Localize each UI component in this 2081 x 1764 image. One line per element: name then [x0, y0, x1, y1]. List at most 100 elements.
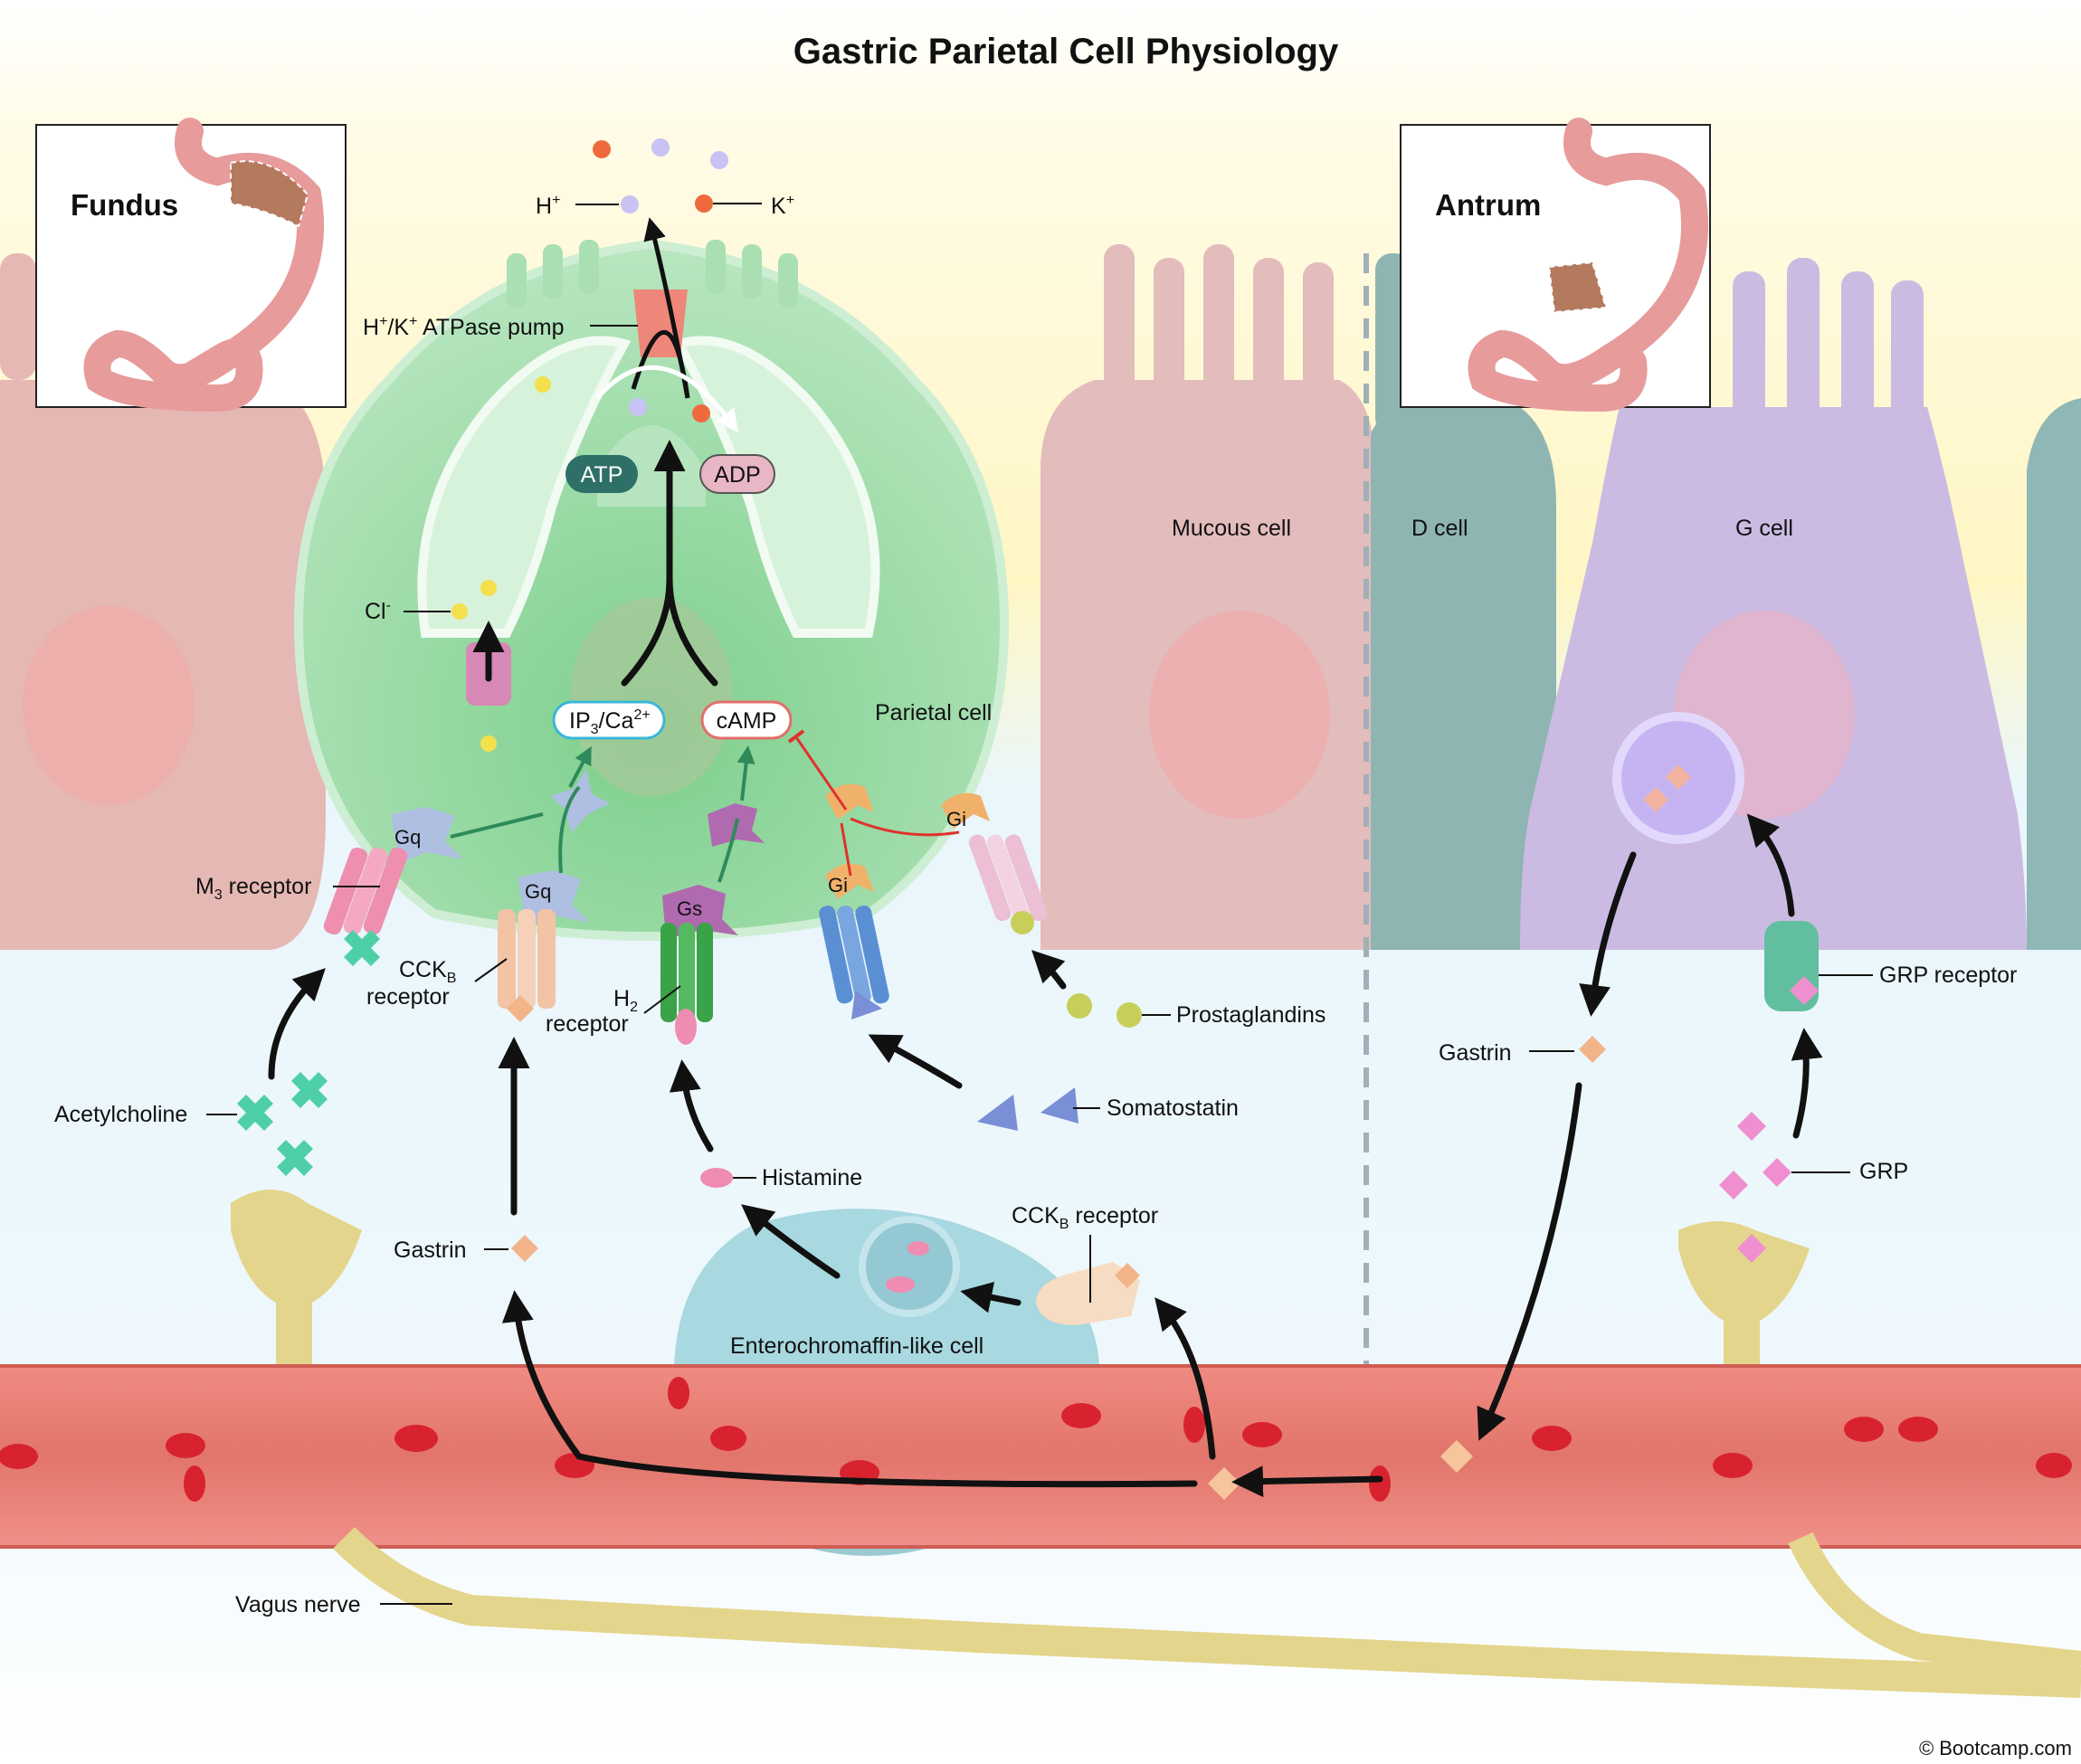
k-entry-arrow	[631, 330, 690, 399]
cckb-leader	[474, 958, 508, 982]
vagus-nerve-label: Vagus nerve	[235, 1592, 361, 1617]
k-ion-labelled	[695, 194, 713, 213]
blood-flow-arrow	[1231, 1465, 1383, 1498]
vagal-terminal-right	[1678, 1221, 1810, 1375]
h2-a: H	[613, 986, 630, 1011]
cl-sup: -	[386, 598, 391, 613]
gi1-link	[840, 822, 852, 877]
atp-pill	[565, 455, 638, 493]
gq1-signal-line	[450, 812, 544, 839]
canaliculus-left	[417, 336, 632, 638]
vagus-nerve-branch	[1788, 1532, 2081, 1678]
gastrin-molecule-left	[511, 1235, 538, 1262]
h-ion	[651, 138, 670, 156]
gi-protein-1	[825, 863, 874, 899]
ip3-activation-arrow	[568, 745, 592, 788]
page-title: Gastric Parietal Cell Physiology	[793, 32, 1339, 71]
ecl-cell-label: Enterochromaffin-like cell	[730, 1333, 983, 1359]
camp-label: cAMP	[717, 708, 777, 734]
red-blood-cells	[0, 1377, 2072, 1502]
m3-sub: 3	[214, 887, 223, 903]
parietal-nucleus	[570, 597, 733, 796]
ecl-bound-gastrin	[1115, 1263, 1140, 1288]
somatostatin-molecule	[977, 1095, 1018, 1131]
camp-inhibition-bar	[787, 729, 805, 744]
cl-ion	[535, 376, 551, 393]
prostaglandin-molecule-labelled	[1117, 1002, 1142, 1028]
ip3-b: /Ca	[599, 708, 634, 734]
right-edge-cell	[2027, 398, 2081, 950]
grp-molecule	[1737, 1112, 1766, 1141]
vagal-terminal-left	[231, 1190, 362, 1375]
h2-receptor	[660, 923, 713, 1022]
cl-ion-label: Cl-	[365, 598, 391, 624]
parietal-microvilli	[507, 240, 798, 308]
bound-acetylcholine	[344, 930, 380, 966]
prostaglandin-molecule	[1067, 993, 1092, 1019]
prostaglandin-receptor	[968, 834, 1048, 922]
h-text: H	[536, 194, 552, 219]
granule-histamine	[907, 1241, 929, 1256]
ecl-cckb-a: CCK	[1012, 1203, 1060, 1228]
gs-signal-line	[717, 818, 739, 883]
histamine-label: Histamine	[762, 1165, 862, 1190]
h2-bound-histamine	[675, 1009, 697, 1045]
histamine-molecule	[700, 1168, 733, 1188]
somatostatin-label: Somatostatin	[1107, 1095, 1239, 1121]
cckb-receptor-label-2: receptor	[366, 984, 450, 1010]
antrum-label: Antrum	[1435, 188, 1541, 222]
grp-label: GRP	[1859, 1159, 1908, 1184]
ip3-sup: 2+	[633, 707, 650, 723]
acetylcholine-label: Acetylcholine	[54, 1102, 187, 1127]
grp-bound	[1790, 976, 1819, 1005]
cckb-receptor-label: CCKB	[399, 957, 456, 986]
gi-alpha-activated	[825, 783, 874, 820]
ecl-cckb-activation-arrow	[960, 1281, 1021, 1314]
adp-label: ADP	[714, 462, 760, 488]
camp-activation-arrow	[736, 745, 755, 801]
ecl-histamine-release-arrow	[741, 1204, 841, 1279]
gq2-signal-line	[558, 785, 581, 874]
antrum-highlight	[1547, 261, 1608, 314]
ach-to-m3-arrow	[268, 968, 326, 1080]
camp-pill	[700, 700, 793, 740]
cl-ion-labelled	[451, 603, 468, 620]
grp-to-receptor-arrow	[1791, 1028, 1823, 1139]
blood-gastrin-to-ecl-arrow	[1155, 1297, 1216, 1460]
acetylcholine-molecule	[291, 1072, 328, 1108]
gastrin-left-label: Gastrin	[394, 1238, 467, 1263]
pump-mid: /K	[387, 315, 409, 340]
g-cell-label: G cell	[1735, 516, 1793, 541]
h-ion	[710, 151, 728, 169]
pump-label: H+/K+ ATPase pump	[363, 314, 565, 340]
pump-h: H	[363, 315, 379, 340]
m3-a: M	[195, 874, 214, 899]
h-sup: +	[552, 193, 560, 208]
cckb-bound-gastrin	[507, 995, 534, 1022]
histamine-granule	[859, 1216, 960, 1317]
gi-inhibition-line	[794, 736, 848, 811]
grp-receptor-label: GRP receptor	[1879, 963, 2017, 988]
gq-label-2: Gq	[525, 880, 551, 903]
gastrin-right-label: Gastrin	[1439, 1040, 1512, 1066]
gi-signal-line	[850, 817, 960, 837]
atp-hydrolysis-arrow	[595, 365, 738, 433]
gq-label-1: Gq	[394, 826, 421, 849]
ip3-ca-pill	[552, 700, 666, 740]
h2-leader	[643, 985, 681, 1014]
ip3-a: IP	[569, 708, 591, 734]
k-text: K	[771, 194, 786, 219]
gs-label: Gs	[677, 897, 702, 920]
mucous-cell-nucleus	[1149, 611, 1330, 819]
prostaglandin-to-receptor-arrow	[1031, 950, 1067, 990]
vesicle-gastrin-1	[1666, 764, 1691, 790]
somatostatin-receptor	[819, 906, 889, 1004]
gq-protein-1	[391, 807, 463, 863]
left-microvilli	[0, 253, 36, 380]
mucous-cell-label: Mucous cell	[1172, 516, 1291, 541]
fundus-inset: Fundus	[35, 118, 347, 413]
cl-ion	[480, 735, 497, 752]
blood-vessel	[0, 1366, 2081, 1547]
d-cell	[1371, 398, 1556, 950]
